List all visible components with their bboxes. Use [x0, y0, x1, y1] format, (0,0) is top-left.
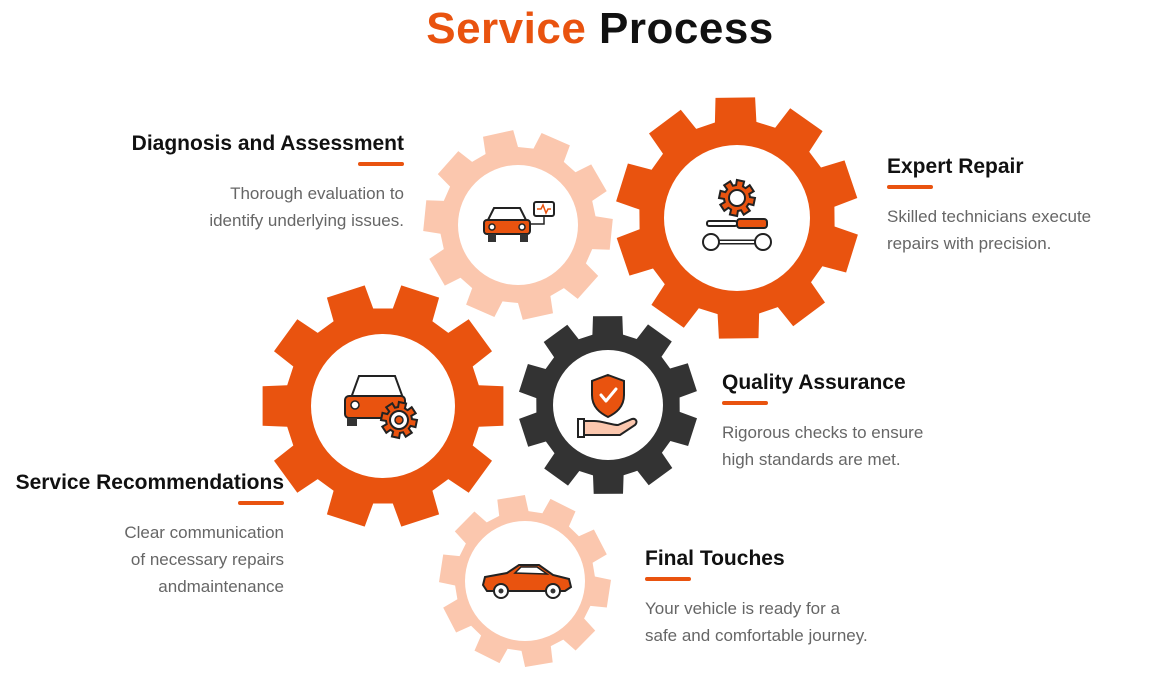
- step-service-recommendations: Service Recommendations Clear communicat…: [0, 471, 284, 600]
- step-title: Quality Assurance: [722, 371, 906, 394]
- step-final-touches: Final Touches Your vehicle is ready for …: [645, 547, 945, 649]
- step-underline: [358, 162, 404, 166]
- step-title: Diagnosis and Assessment: [131, 132, 404, 155]
- gear-quality-assurance: [519, 316, 697, 494]
- gear-expert-repair: [616, 97, 858, 339]
- gear-final-touches: [439, 495, 611, 667]
- gear-service-recommendations: [262, 285, 504, 527]
- step-title: Expert Repair: [887, 155, 1024, 178]
- step-title: Final Touches: [645, 547, 785, 570]
- shield-hand-icon: [577, 373, 638, 438]
- step-description: Clear communication of necessary repairs…: [0, 519, 284, 600]
- step-description: Skilled technicians execute repairs with…: [887, 203, 1167, 257]
- desc-line: repairs with precision.: [887, 234, 1052, 253]
- step-underline: [238, 501, 284, 505]
- title-accent-word: Service: [426, 4, 587, 53]
- step-description: Thorough evaluation to identify underlyi…: [84, 180, 404, 234]
- car-diagnostic-icon: [483, 201, 555, 242]
- step-underline: [645, 577, 691, 581]
- desc-line: high standards are met.: [722, 450, 901, 469]
- gear-tools-icon: [702, 178, 772, 251]
- step-underline: [722, 401, 768, 405]
- desc-line: andmaintenance: [158, 577, 284, 596]
- desc-line: Rigorous checks to ensure: [722, 423, 924, 442]
- step-description: Rigorous checks to ensure high standards…: [722, 419, 1002, 473]
- sports-car-icon: [481, 564, 573, 599]
- car-gear-icon: [344, 375, 419, 440]
- desc-line: identify underlying issues.: [209, 211, 404, 230]
- step-title: Service Recommendations: [15, 471, 284, 494]
- desc-line: Thorough evaluation to: [230, 184, 404, 203]
- step-quality-assurance: Quality Assurance Rigorous checks to ens…: [722, 371, 1002, 473]
- desc-line: Skilled technicians execute: [887, 207, 1092, 226]
- step-description: Your vehicle is ready for a safe and com…: [645, 595, 945, 649]
- step-underline: [887, 185, 933, 189]
- step-diagnosis: Diagnosis and Assessment Thorough evalua…: [84, 132, 404, 234]
- step-expert-repair: Expert Repair Skilled technicians execut…: [887, 155, 1167, 257]
- desc-line: Your vehicle is ready for a: [645, 599, 840, 618]
- page-title: Service Process: [0, 4, 1176, 54]
- desc-line: of necessary repairs: [130, 550, 284, 569]
- gear-diagnosis: [423, 130, 613, 320]
- desc-line: safe and comfortable journey.: [645, 626, 868, 645]
- title-word: Process: [599, 4, 774, 53]
- desc-line: Clear communication: [124, 523, 284, 542]
